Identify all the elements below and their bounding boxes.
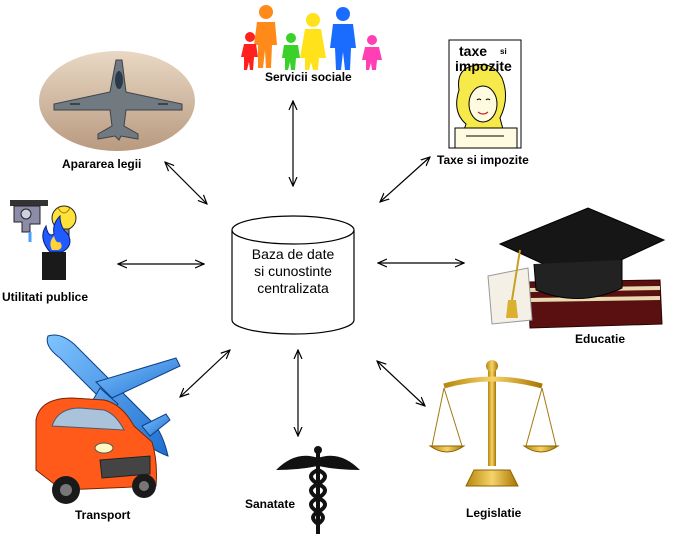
database-label-line-1: Baza de date: [251, 246, 335, 262]
arrow-transport: [180, 350, 230, 397]
label-taxe-impozite: Taxe si impozite: [437, 153, 529, 167]
connector-arrows: [118, 101, 464, 436]
arrow-apararea-legii: [165, 162, 207, 204]
utilities-icon: [10, 200, 77, 280]
label-utilitati-publice: Utilitati publice: [2, 290, 89, 304]
label-servicii-sociale: Servicii sociale: [265, 70, 352, 84]
fighter-jet-icon: [39, 51, 195, 151]
database-label-line-3: centralizata: [257, 280, 329, 296]
arrow-legislatie: [377, 361, 425, 406]
label-educatie: Educatie: [575, 332, 626, 346]
tax-doc-word-impozite: impozite: [455, 58, 512, 74]
arrow-taxe-impozite: [380, 157, 430, 202]
scales-of-justice-icon: [428, 360, 560, 487]
label-sanatate: Sanatate: [245, 497, 296, 511]
database-cylinder-icon: [231, 215, 355, 335]
car-and-airplane-icon: [35, 334, 181, 504]
label-transport: Transport: [75, 508, 131, 522]
graduation-cap-icon: [487, 207, 666, 329]
tax-document-icon: [448, 39, 522, 149]
label-apararea-legii: Apararea legii: [62, 157, 142, 171]
label-legislatie: Legislatie: [466, 506, 522, 520]
database-label-line-2: si cunostinte: [254, 263, 332, 279]
family-icon: [241, 5, 382, 70]
tax-doc-word-si: si: [500, 47, 507, 56]
database-label: Baza de date si cunostinte centralizata: [232, 246, 354, 297]
tax-doc-word-taxe: taxe: [459, 43, 487, 59]
caduceus-icon: [276, 446, 360, 534]
